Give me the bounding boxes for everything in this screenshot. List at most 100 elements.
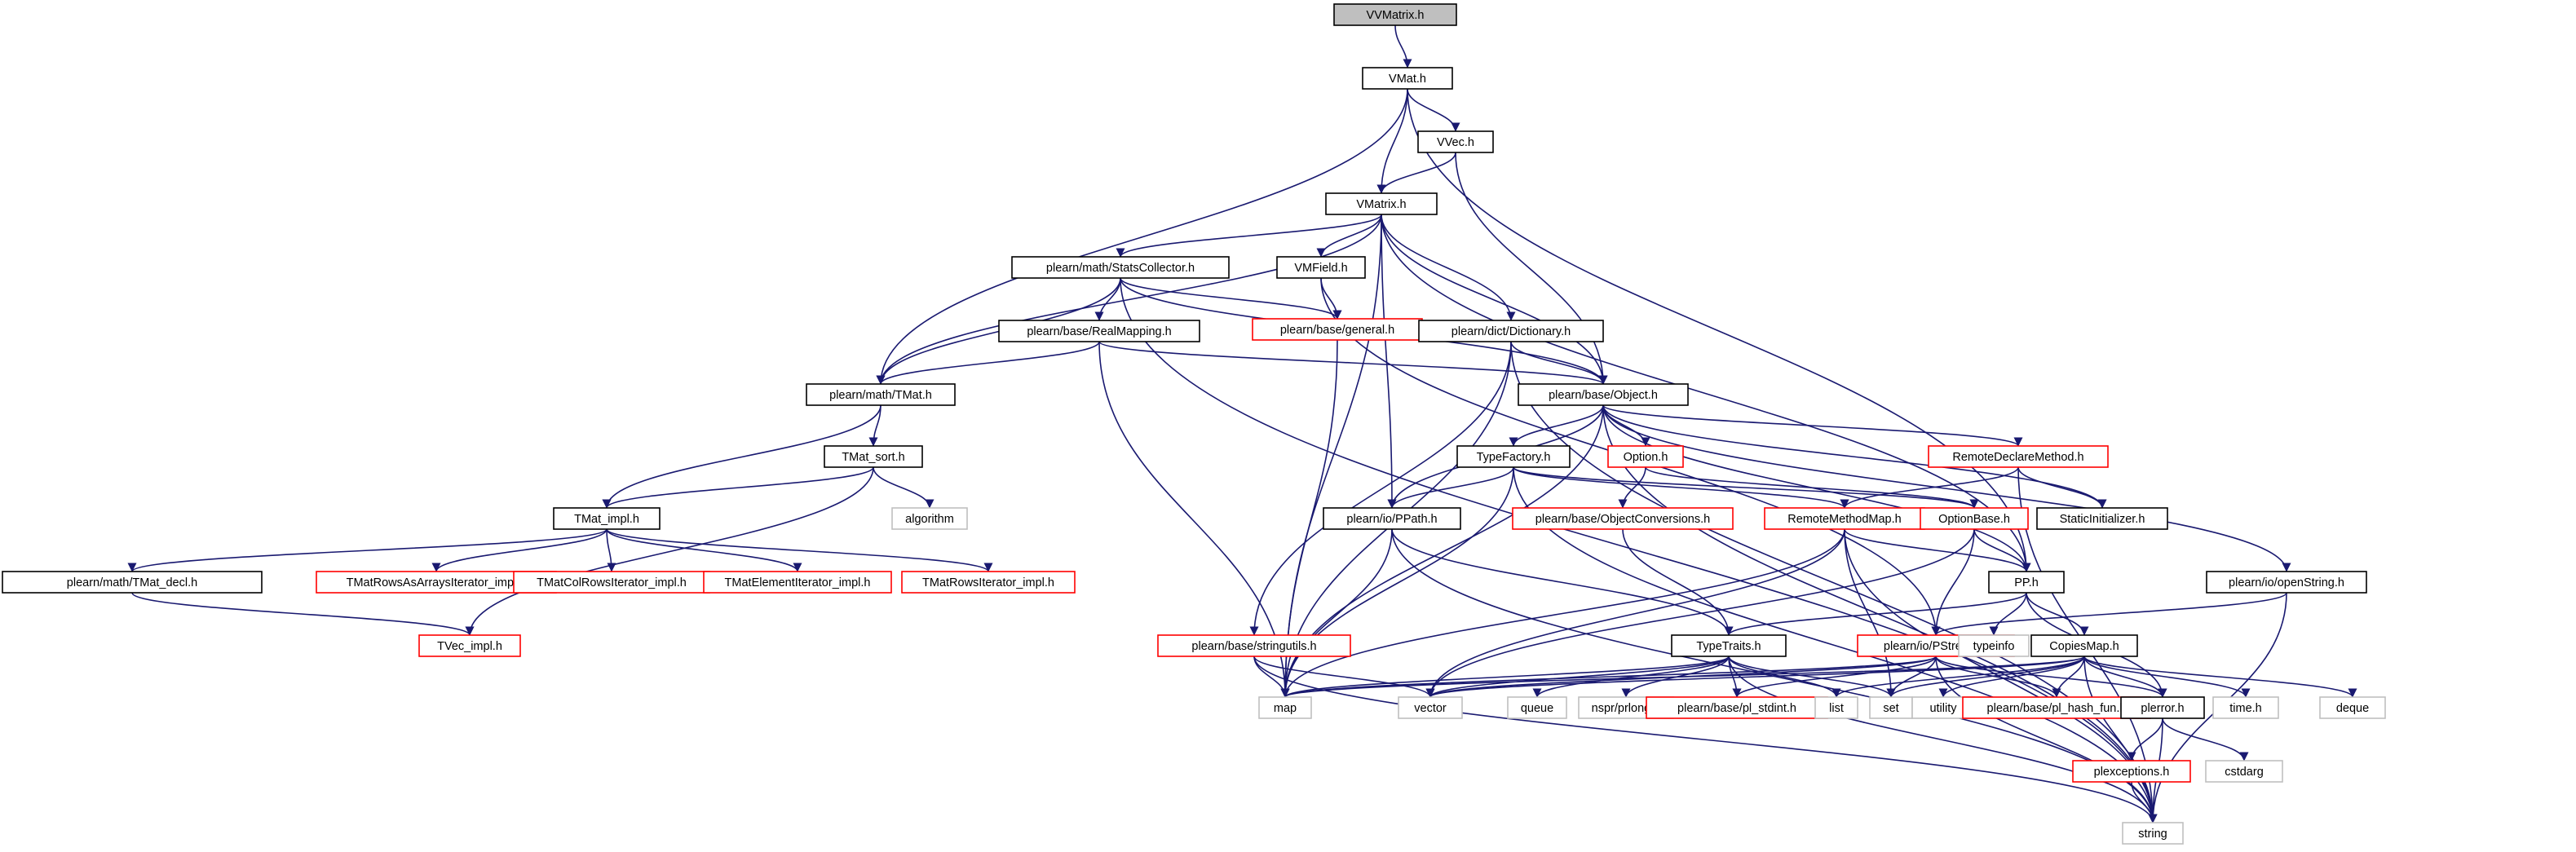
edge-stringutils-to-string — [1253, 656, 2158, 823]
node-box-tmat — [806, 383, 956, 406]
edge-remotemethodmap-to-map — [1280, 528, 1845, 698]
node-tmatdecl[interactable]: plearn/math/TMat_decl.h — [2, 571, 263, 594]
edge-optionbase-to-pstream — [1931, 528, 1975, 636]
edge-tmatimpl-to-colrowsiter — [606, 528, 616, 572]
node-label-tmatdecl: plearn/math/TMat_decl.h — [67, 576, 197, 589]
edge-vvec-to-vmatrix — [1376, 152, 1456, 194]
node-remotedeclare[interactable]: RemoteDeclareMethod.h — [1928, 445, 2109, 468]
node-box-string — [2122, 822, 2184, 845]
node-box-plerror — [2120, 696, 2205, 719]
node-typetraits[interactable]: TypeTraits.h — [1671, 634, 1787, 657]
edge-tmatimpl-to-elementiter — [606, 528, 802, 572]
edge-copiesmap-to-vector — [1425, 656, 2085, 698]
node-pph[interactable]: PP.h — [1988, 571, 2065, 594]
node-optionh[interactable]: Option.h — [1607, 445, 1684, 468]
node-box-optionbase — [1920, 507, 2029, 530]
node-box-queue — [1507, 696, 1567, 719]
node-staticinit[interactable]: StaticInitializer.h — [2036, 507, 2168, 530]
node-remotemethodmap[interactable]: RemoteMethodMap.h — [1764, 507, 1925, 530]
edge-vmatrix-to-object — [1381, 214, 1608, 385]
node-label-rowsarrayiter: TMatRowsAsArraysIterator_impl.h — [347, 576, 527, 589]
edge-typefactory-to-map — [1280, 466, 1514, 698]
edge-vmat-to-tmat — [876, 88, 1408, 385]
node-tmatsort[interactable]: TMat_sort.h — [824, 445, 923, 468]
node-optionbase[interactable]: OptionBase.h — [1920, 507, 2029, 530]
node-label-deque: deque — [2336, 702, 2369, 715]
node-vmatrix[interactable]: VMatrix.h — [1325, 192, 1438, 215]
node-ppath[interactable]: plearn/io/PPath.h — [1323, 507, 1461, 530]
node-realmapping[interactable]: plearn/base/RealMapping.h — [998, 320, 1200, 342]
node-typefactory[interactable]: TypeFactory.h — [1456, 445, 1571, 468]
node-tmatimpl[interactable]: TMat_impl.h — [553, 507, 661, 530]
node-box-object — [1518, 383, 1689, 406]
node-statscollector[interactable]: plearn/math/StatsCollector.h — [1011, 256, 1230, 279]
node-typeinfo: typeinfo — [1958, 634, 2030, 657]
node-label-tmat: plearn/math/TMat.h — [829, 389, 932, 402]
node-label-staticinit: StaticInitializer.h — [2060, 513, 2145, 526]
node-box-rowsiter — [901, 571, 1076, 594]
edge-tmatimpl-to-rowsiter — [606, 528, 993, 572]
edge-typetraits-to-queue — [1532, 656, 1730, 698]
edge-typefactory-to-optionbase — [1513, 466, 1979, 509]
edge-typetraits-to-map — [1280, 656, 1730, 698]
node-openstring[interactable]: plearn/io/openString.h — [2206, 571, 2367, 594]
node-general[interactable]: plearn/base/general.h — [1252, 318, 1423, 341]
edge-copiesmap-to-string — [2083, 656, 2158, 823]
node-vmat[interactable]: VMat.h — [1362, 67, 1453, 90]
node-box-optionh — [1607, 445, 1684, 468]
node-colrowsiter[interactable]: TMatColRowsIterator_impl.h — [513, 571, 710, 594]
node-stringutils[interactable]: plearn/base/stringutils.h — [1157, 634, 1351, 657]
node-rowsiter[interactable]: TMatRowsIterator_impl.h — [901, 571, 1076, 594]
node-map: map — [1258, 696, 1312, 719]
node-plhashfun[interactable]: plearn/base/pl_hash_fun.h — [1962, 696, 2151, 719]
node-box-ppath — [1323, 507, 1461, 530]
node-box-objconv — [1512, 507, 1734, 530]
edge-optionh-to-objconv — [1618, 466, 1646, 509]
edge-pstream-to-map — [1280, 656, 1937, 698]
edge-copiesmap-to-map — [1280, 656, 2085, 698]
node-tvecimpl[interactable]: TVec_impl.h — [418, 634, 521, 657]
edge-typetraits-to-string — [1728, 656, 2158, 823]
edge-copiesmap-to-plerror — [2083, 656, 2167, 698]
node-object[interactable]: plearn/base/Object.h — [1518, 383, 1689, 406]
node-label-algorithm: algorithm — [905, 513, 954, 526]
node-box-vvmatrix — [1333, 3, 1457, 26]
node-plexceptions[interactable]: plexceptions.h — [2072, 760, 2191, 783]
node-plstdint[interactable]: plearn/base/pl_stdint.h — [1646, 696, 1828, 719]
edge-optionh-to-optionbase — [1645, 466, 1979, 509]
node-vvmatrix[interactable]: VVMatrix.h — [1333, 3, 1457, 26]
node-plerror[interactable]: plerror.h — [2120, 696, 2205, 719]
node-tmat[interactable]: plearn/math/TMat.h — [806, 383, 956, 406]
node-label-optionbase: OptionBase.h — [1938, 513, 2010, 526]
node-label-optionh: Option.h — [1624, 451, 1668, 464]
edge-vmatrix-to-tmat — [876, 214, 1382, 385]
edge-objconv-to-typetraits — [1622, 528, 1734, 636]
node-set: set — [1869, 696, 1913, 719]
node-box-deque — [2319, 696, 2386, 719]
node-vvec[interactable]: VVec.h — [1417, 130, 1494, 153]
node-box-remotedeclare — [1928, 445, 2109, 468]
node-box-typefactory — [1456, 445, 1571, 468]
node-copiesmap[interactable]: CopiesMap.h — [2030, 634, 2138, 657]
node-objconv[interactable]: plearn/base/ObjectConversions.h — [1512, 507, 1734, 530]
edge-tmat-to-tmatimpl — [602, 404, 881, 509]
node-vmfield[interactable]: VMField.h — [1276, 256, 1366, 279]
node-label-tvecimpl: TVec_impl.h — [437, 640, 502, 653]
node-label-map: map — [1274, 702, 1297, 715]
edge-stringutils-to-vector — [1253, 656, 1435, 698]
node-box-tmatdecl — [2, 571, 263, 594]
edge-statscollector-to-string — [1120, 277, 2158, 823]
node-box-plhashfun — [1962, 696, 2151, 719]
edge-copiesmap-to-set — [1886, 656, 2085, 698]
node-dictionary[interactable]: plearn/dict/Dictionary.h — [1418, 320, 1604, 342]
node-box-typeinfo — [1958, 634, 2030, 657]
edge-copiesmap-to-list — [1831, 656, 2085, 698]
node-label-vmat: VMat.h — [1389, 73, 1426, 86]
node-box-openstring — [2206, 571, 2367, 594]
node-elementiter[interactable]: TMatElementIterator_impl.h — [703, 571, 892, 594]
node-label-vector: vector — [1414, 702, 1447, 715]
edge-vmatrix-to-ppath — [1381, 214, 1397, 509]
node-label-pph: PP.h — [2014, 576, 2039, 589]
edge-plexceptions-to-string — [2131, 781, 2158, 823]
